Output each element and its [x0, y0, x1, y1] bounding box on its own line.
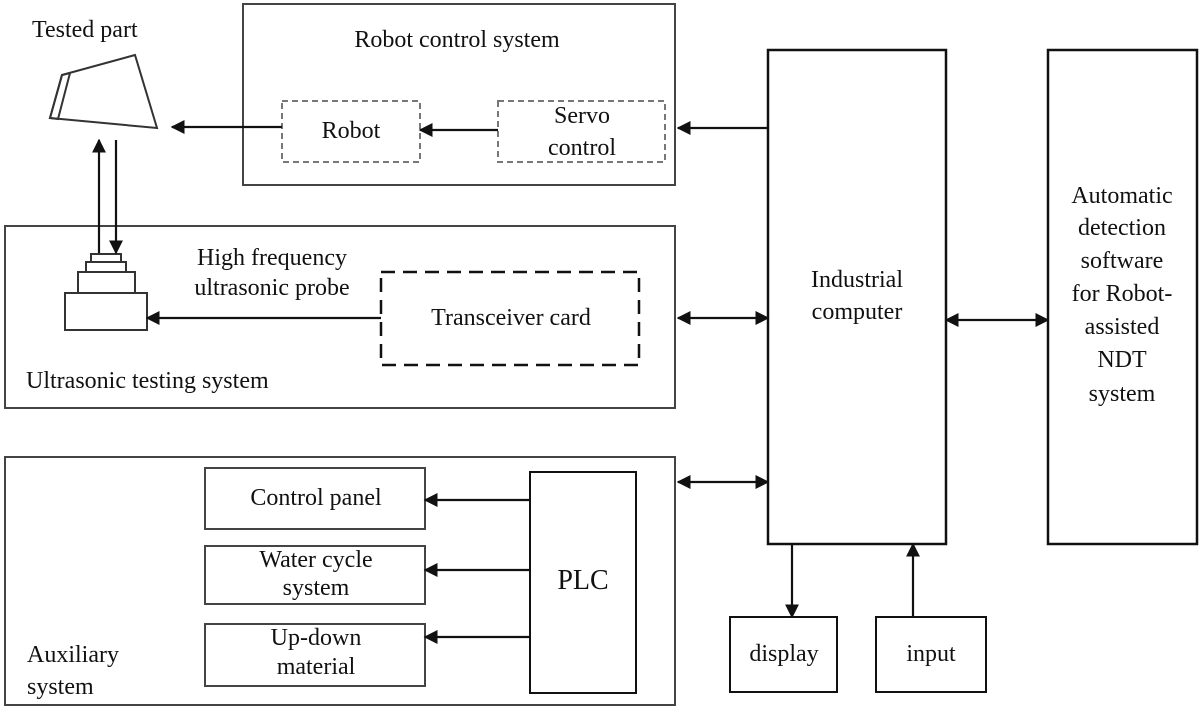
- transceiver-card-label: Transceiver card: [431, 305, 591, 331]
- robot-control-system-label: Robot control system: [354, 27, 560, 53]
- software-label-line4: for Robot-: [1071, 281, 1173, 307]
- software-label-line7: system: [1088, 381, 1156, 407]
- software-label-line3: software: [1080, 248, 1164, 274]
- software-box: [1046, 48, 1199, 546]
- auxiliary-system-label-line2: system: [27, 674, 94, 700]
- probe-label-line2: ultrasonic probe: [194, 275, 350, 301]
- up-down-label-line1: Up-down: [270, 625, 362, 651]
- up-down-material-box: [204, 623, 426, 687]
- water-cycle-label-line1: Water cycle: [259, 547, 373, 573]
- industrial-computer-label-line2: computer: [811, 299, 903, 325]
- software-label-line2: detection: [1078, 215, 1166, 241]
- plc-box: [529, 471, 637, 694]
- probe-label-line1: High frequency: [197, 245, 347, 271]
- servo-label-line1: Servo: [554, 103, 610, 129]
- robot-label: Robot: [321, 118, 381, 144]
- auxiliary-system-box: [4, 456, 676, 706]
- up-down-label-line2: material: [276, 654, 356, 680]
- tested-part-label: Tested part: [32, 17, 138, 43]
- probe-sketch: [64, 253, 148, 331]
- control-panel-label: Control panel: [250, 485, 382, 511]
- input-box: [875, 616, 987, 693]
- display-box: [729, 616, 838, 693]
- auxiliary-system-label-line1: Auxiliary: [27, 642, 119, 668]
- industrial-computer-label-line1: Industrial: [811, 267, 903, 293]
- software-label-line5: assisted: [1084, 314, 1160, 340]
- water-cycle-label-line2: system: [282, 575, 350, 601]
- display-label: display: [749, 641, 819, 667]
- industrial-computer-box: [766, 48, 948, 546]
- ultrasonic-testing-system-label: Ultrasonic testing system: [26, 368, 269, 394]
- tested-part-sketch: [48, 53, 159, 130]
- software-label-line6: NDT: [1097, 347, 1147, 373]
- servo-control-box: [497, 100, 666, 163]
- software-label-line1: Automatic: [1071, 183, 1173, 209]
- servo-label-line2: control: [548, 135, 616, 161]
- ultrasonic-testing-system-box: [4, 225, 676, 409]
- robot-control-system-box: [242, 3, 676, 186]
- plc-label: PLC: [557, 565, 609, 596]
- input-label: input: [906, 641, 956, 667]
